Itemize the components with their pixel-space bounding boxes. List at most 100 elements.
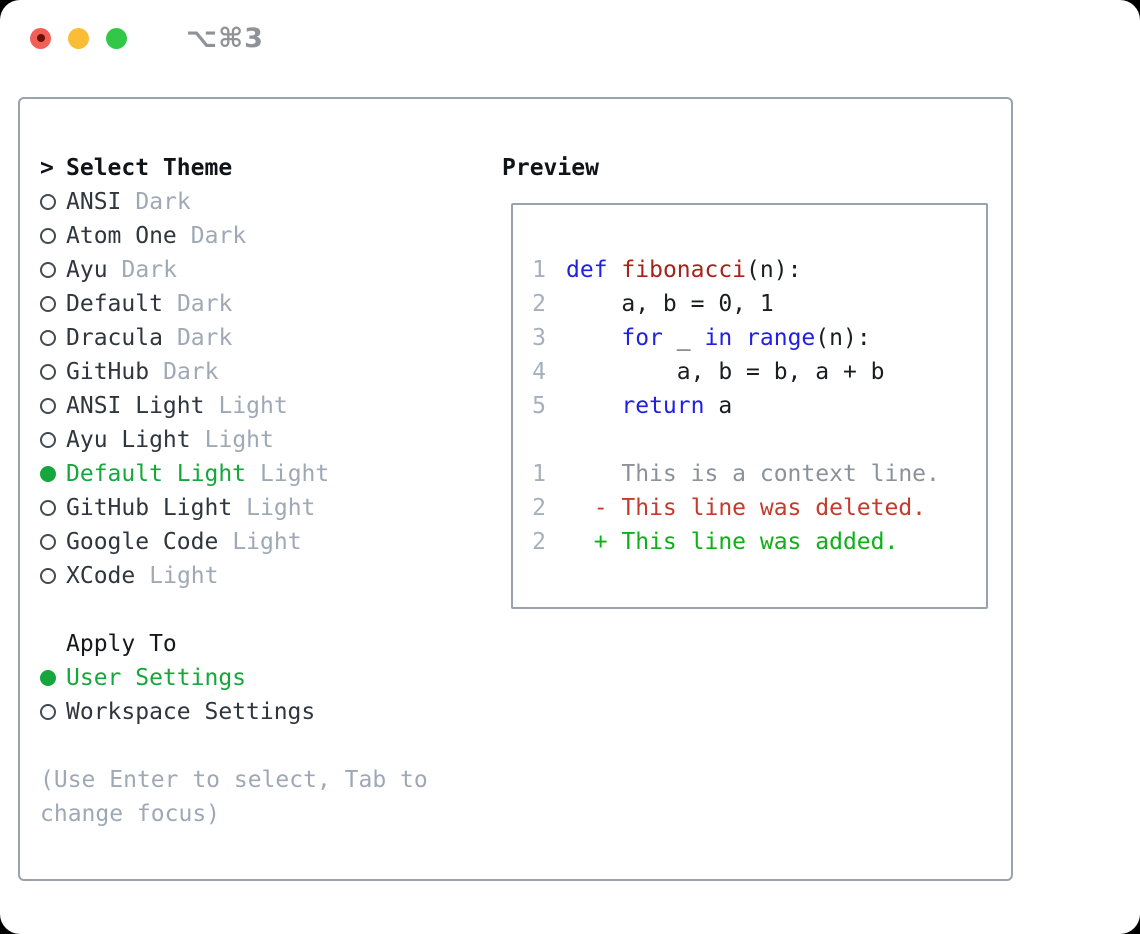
maximize-button[interactable] — [106, 27, 127, 49]
radio-icon — [40, 228, 66, 244]
radio-icon — [40, 466, 66, 482]
theme-list: ANSI Dark Atom One Dark Ayu Dark Default… — [40, 185, 470, 593]
theme-variant-tag: Light — [149, 563, 219, 589]
theme-name: ANSI Light — [66, 393, 205, 419]
theme-name: Ayu — [66, 257, 108, 283]
focus-cursor: > — [40, 155, 54, 181]
radio-icon — [40, 364, 66, 380]
theme-variant-tag: Dark — [163, 359, 219, 385]
preview-title: Preview — [502, 155, 599, 181]
apply-to-label: Workspace Settings — [66, 699, 316, 725]
apply-to-section: Apply To User Settings Workspace Setting… — [40, 627, 470, 729]
radio-icon — [40, 568, 66, 584]
code-preview: 1 def fibonacci(n): 2 a, b = 0, 1 3 for … — [513, 205, 986, 559]
apply-to-option[interactable]: Workspace Settings — [40, 695, 470, 729]
select-theme-header: > Select Theme — [40, 151, 470, 185]
radio-icon — [40, 330, 66, 346]
radio-icon — [40, 194, 66, 210]
apply-to-title: Apply To — [66, 631, 177, 657]
radio-icon — [40, 296, 66, 312]
theme-variant-tag: Light — [232, 529, 302, 555]
theme-variant-tag: Light — [246, 495, 316, 521]
code-line: 2 + This line was added. — [532, 525, 986, 559]
code-line: 3 for _ in range(n): — [532, 321, 986, 355]
line-number — [532, 423, 546, 457]
line-number: 2 — [532, 291, 546, 317]
theme-option[interactable]: GitHub Dark — [40, 355, 470, 389]
line-text: a, b = 0, 1 — [566, 291, 774, 317]
code-line: 2 a, b = 0, 1 — [532, 287, 986, 321]
theme-name: Ayu Light — [66, 427, 191, 453]
radio-icon — [40, 670, 66, 686]
radio-icon — [40, 262, 66, 278]
theme-variant-tag: Light — [204, 427, 274, 453]
code-line — [532, 423, 986, 457]
line-number: 1 — [532, 257, 546, 283]
theme-name: Default Light — [66, 461, 247, 487]
line-number: 3 — [532, 325, 546, 351]
theme-name: XCode — [66, 563, 136, 589]
apply-to-label: User Settings — [66, 665, 247, 691]
theme-variant-tag: Dark — [176, 291, 233, 317]
line-text: return a — [621, 393, 733, 419]
minimize-button[interactable] — [68, 27, 89, 49]
line-text: - This line was deleted. — [566, 495, 927, 521]
theme-selector-dialog: > Select Theme ANSI Dark Atom One Dark A… — [18, 97, 1013, 881]
theme-option[interactable]: Google Code Light — [40, 525, 470, 559]
theme-option[interactable]: ANSI Light Light — [40, 389, 470, 423]
theme-option[interactable]: GitHub Light Light — [40, 491, 470, 525]
theme-variant-tag: Light — [260, 461, 330, 487]
window-shortcut-label: ⌥⌘3 — [186, 22, 264, 54]
code-line: 5 return a — [532, 389, 986, 423]
radio-icon — [40, 398, 66, 414]
theme-name: ANSI — [66, 189, 122, 215]
theme-name: GitHub Light — [66, 495, 233, 521]
theme-name: GitHub — [66, 359, 150, 385]
apply-to-option[interactable]: User Settings — [40, 661, 470, 695]
line-number: 1 — [532, 461, 546, 487]
theme-selector-left-column: > Select Theme ANSI Dark Atom One Dark A… — [40, 151, 470, 831]
theme-option[interactable]: XCode Light — [40, 559, 470, 593]
line-number: 4 — [532, 359, 546, 385]
theme-variant-tag: Dark — [190, 223, 247, 249]
apply-to-header: Apply To — [40, 627, 470, 661]
theme-variant-tag: Dark — [135, 189, 191, 215]
theme-variant-tag: Dark — [176, 325, 233, 351]
line-text: + This line was added. — [566, 529, 899, 555]
apply-to-options: User Settings Workspace Settings — [40, 661, 470, 729]
line-text: This is a context line. — [566, 461, 940, 487]
theme-option[interactable]: ANSI Dark — [40, 185, 470, 219]
theme-name: Google Code — [66, 529, 219, 555]
line-text: a, b = b, a + b — [566, 359, 885, 385]
code-line: 4 a, b = b, a + b — [532, 355, 986, 389]
theme-name: Default — [66, 291, 163, 317]
theme-variant-tag: Dark — [121, 257, 177, 283]
radio-icon — [40, 534, 66, 550]
radio-icon — [40, 704, 66, 720]
theme-option[interactable]: Default Dark — [40, 287, 470, 321]
theme-name: Atom One — [66, 223, 177, 249]
theme-option[interactable]: Ayu Dark — [40, 253, 470, 287]
keyboard-hint: (Use Enter to select, Tab to change focu… — [40, 767, 428, 827]
preview-box: 1 def fibonacci(n): 2 a, b = 0, 1 3 for … — [511, 203, 988, 609]
code-line: 2 - This line was deleted. — [532, 491, 986, 525]
line-text: def fibonacci(n): — [566, 257, 802, 283]
theme-option[interactable]: Dracula Dark — [40, 321, 470, 355]
theme-name: Dracula — [66, 325, 163, 351]
radio-icon — [40, 432, 66, 448]
select-theme-title: Select Theme — [66, 155, 233, 181]
theme-option[interactable]: Atom One Dark — [40, 219, 470, 253]
line-number: 5 — [532, 393, 546, 419]
line-number: 2 — [532, 495, 546, 521]
theme-option[interactable]: Ayu Light Light — [40, 423, 470, 457]
close-dot-icon — [36, 34, 45, 42]
close-button[interactable] — [30, 27, 51, 49]
theme-variant-tag: Light — [218, 393, 288, 419]
radio-icon — [40, 500, 66, 516]
titlebar: ⌥⌘3 — [0, 0, 1140, 76]
line-number: 2 — [532, 529, 546, 555]
code-line: 1 This is a context line. — [532, 457, 986, 491]
theme-option[interactable]: Default Light Light — [40, 457, 470, 491]
code-line: 1 def fibonacci(n): — [532, 253, 986, 287]
